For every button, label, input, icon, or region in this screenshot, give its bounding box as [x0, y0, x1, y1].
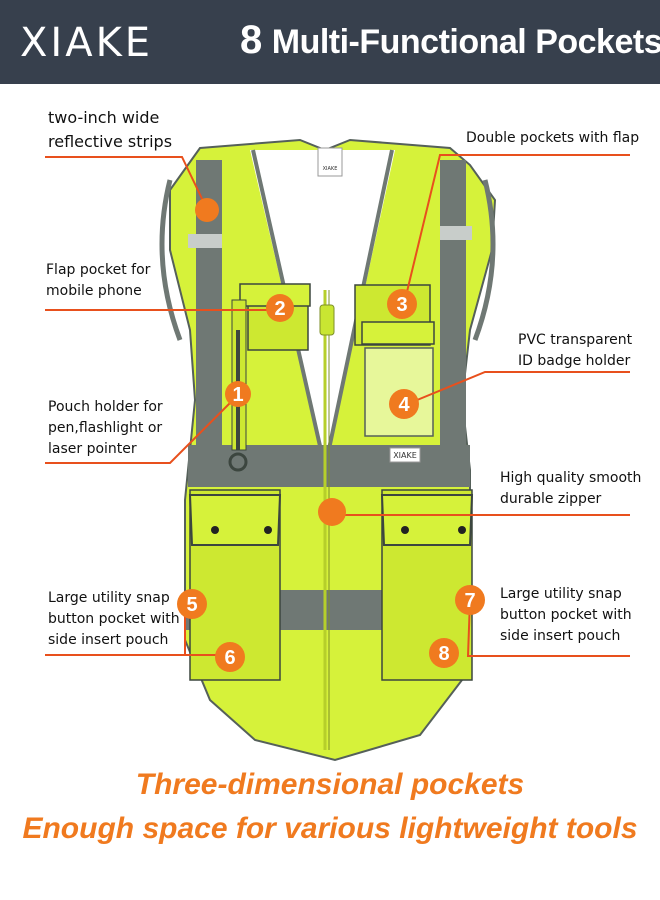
badge-4: 4 [389, 389, 419, 419]
callout-lines [45, 154, 630, 657]
callout-zipper: High quality smooth durable zipper [500, 470, 642, 507]
dot-zipper [318, 498, 346, 526]
footer-line-1: Three-dimensional pockets [135, 768, 525, 801]
badge-8: 8 [429, 638, 459, 668]
badge-1: 1 [225, 381, 251, 407]
callout-pouch-holder: Pouch holder for pen,flashlight or laser… [48, 399, 163, 457]
badge-label: 5 [186, 594, 197, 616]
badge-label: 1 [232, 384, 243, 406]
badge-label: 6 [224, 647, 235, 669]
callout-reflective-strips: two-inch wide reflective strips [48, 108, 173, 151]
badge-2: 2 [266, 294, 294, 322]
badge-label: 8 [438, 643, 449, 665]
callout-pvc-holder: PVC transparent ID badge holder [518, 332, 633, 369]
badge-label: 3 [396, 294, 407, 316]
brand-logo: XIAKE [20, 20, 154, 66]
badge-6: 6 [215, 642, 245, 672]
badge-5: 5 [177, 589, 207, 619]
dot-reflective [195, 198, 219, 222]
pocket-count: 8 [240, 18, 262, 62]
callout-double-pockets: Double pockets with flap [466, 130, 640, 146]
badge-label: 4 [398, 394, 410, 416]
vest-illustration: XIAKE XIAKE 1 2 3 4 5 6 7 8 [45, 138, 630, 762]
badge-3: 3 [387, 289, 417, 319]
callout-utility-right: Large utility snap button pocket with si… [500, 586, 632, 644]
vest-brand-label: XIAKE [393, 451, 417, 460]
badge-7: 7 [455, 585, 485, 615]
footer-line-2: Enough space for various lightweight too… [22, 812, 638, 845]
callout-flap-pocket: Flap pocket for mobile phone [46, 262, 151, 299]
neck-tag: XIAKE [323, 166, 338, 172]
headline-title: Multi-Functional Pockets [271, 23, 660, 61]
badge-label: 2 [274, 298, 285, 320]
callout-utility-left: Large utility snap button pocket with si… [48, 590, 180, 648]
reflective-strip-right [440, 160, 466, 450]
badge-label: 7 [464, 590, 475, 612]
